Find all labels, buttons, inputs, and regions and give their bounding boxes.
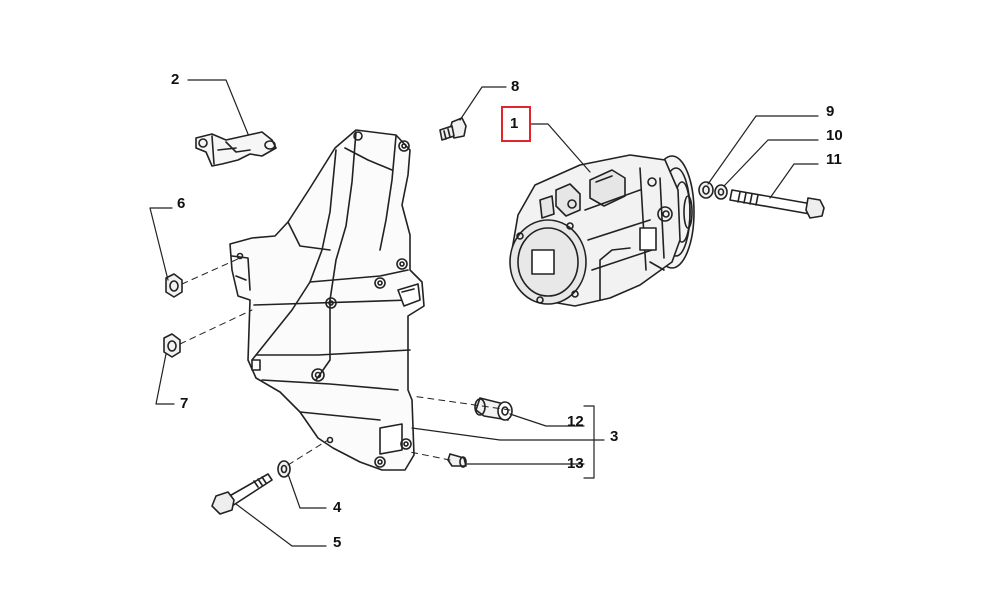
nut-part-6 (165, 273, 183, 298)
nut-part-7 (163, 333, 181, 358)
long-bolt-part-11 (729, 189, 825, 219)
washer-part-10 (714, 184, 728, 200)
mounting-bracket (229, 129, 425, 471)
callout-label-2: 2 (171, 71, 180, 88)
callout-label-1: 1 (510, 115, 519, 132)
assembly-dashed-lines (179, 257, 511, 466)
small-bracket-part (195, 131, 277, 167)
callout-label-9: 9 (826, 103, 835, 120)
ac-compressor (509, 154, 695, 307)
callout-label-4: 4 (333, 499, 342, 516)
leader-lines (149, 79, 819, 547)
highlight-box-part-1 (501, 106, 531, 142)
callout-label-8: 8 (511, 78, 520, 95)
callout-label-5: 5 (333, 534, 342, 551)
long-bolt-part-5 (211, 473, 273, 515)
callout-label-7: 7 (180, 395, 189, 412)
callout-label-6: 6 (177, 195, 186, 212)
washer-part-4 (277, 460, 291, 478)
bushing-part-12 (474, 397, 513, 421)
washer-part-9 (698, 181, 714, 199)
callout-label-10: 10 (826, 127, 843, 144)
callout-label-11: 11 (826, 151, 842, 168)
pin-part-13 (447, 453, 467, 468)
callout-label-3: 3 (610, 428, 619, 445)
callout-label-12: 12 (567, 413, 584, 430)
bolt-part-8 (439, 117, 467, 141)
callout-label-13: 13 (567, 455, 584, 472)
